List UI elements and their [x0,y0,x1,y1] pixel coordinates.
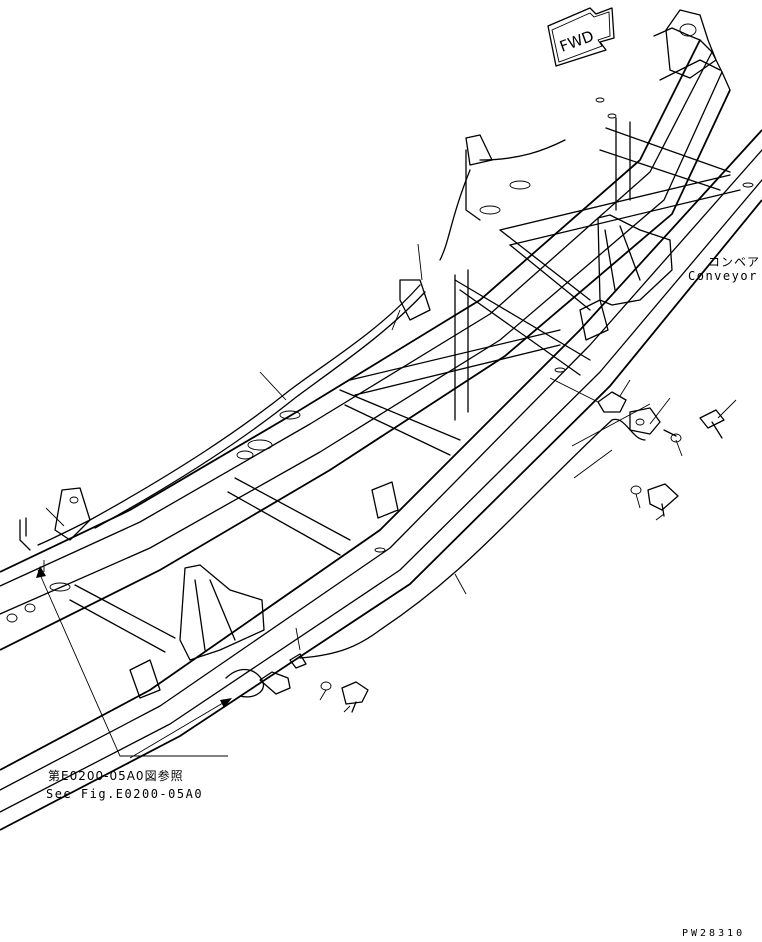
conveyor-wiring [225,391,725,713]
wire-harness [19,139,566,551]
right-frame-rail [0,129,762,831]
forward-arrow-icon: FWD [547,7,615,67]
conveyor-label-jp: コンベア [708,255,760,269]
frame-brackets [54,9,717,699]
leader-lines [36,243,737,759]
conveyor-label-en: Conveyor [688,269,758,283]
reference-label-jp: 第E0200-05A0図参照 [48,768,184,783]
drawing-code: PW28310 [682,928,745,939]
left-frame-rail [0,27,731,651]
reference-label-en: See Fig.E0200-05A0 [46,787,203,801]
fwd-arrow-label: FWD [557,27,596,56]
cross-members [69,117,741,653]
